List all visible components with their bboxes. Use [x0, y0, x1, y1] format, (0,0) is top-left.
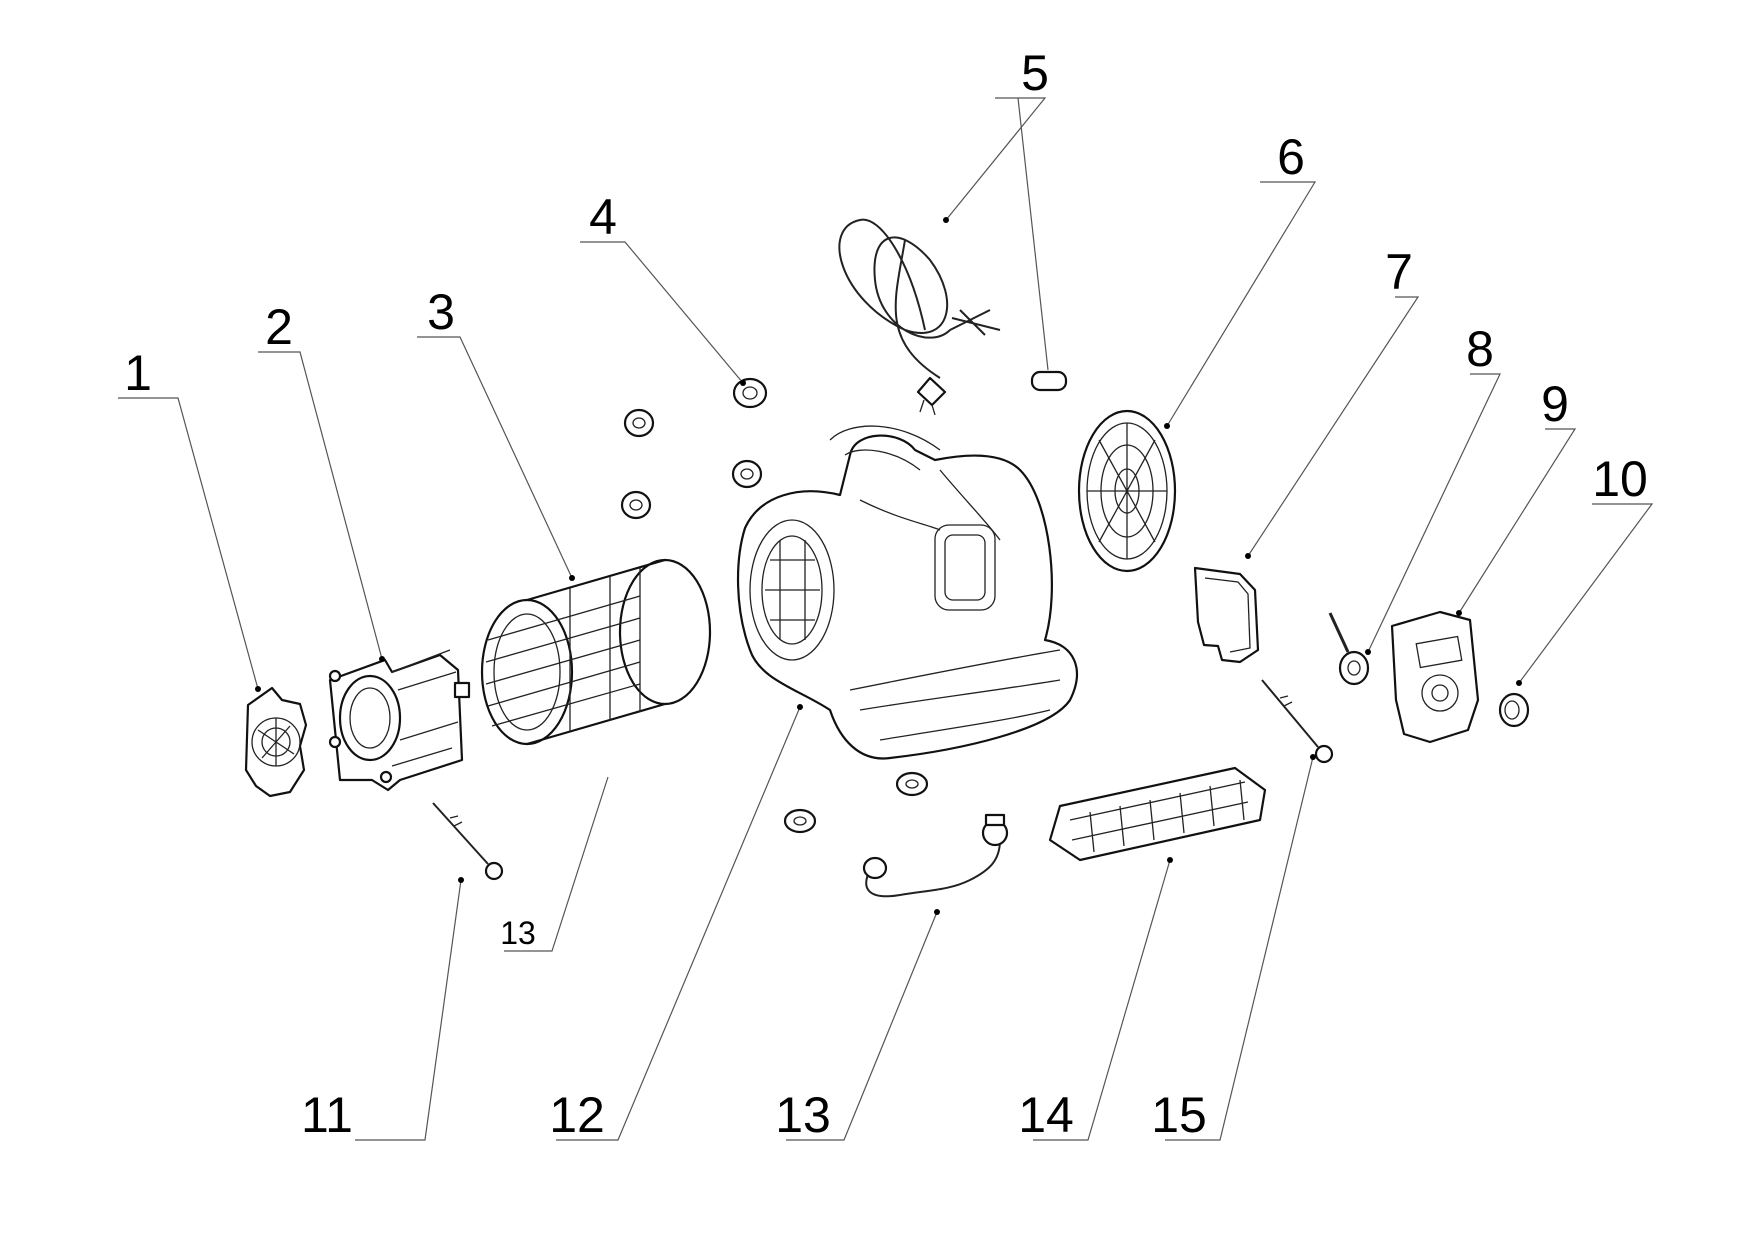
leader-15: [1165, 756, 1314, 1141]
callout-10: 10: [1592, 451, 1648, 507]
part-9-control-housing: [1390, 610, 1480, 744]
callout-15: 15: [1151, 1087, 1207, 1143]
leader-13a: [504, 776, 609, 952]
part-3-blower-wheel: [480, 558, 712, 746]
part-4-rubber-feet: [620, 377, 929, 834]
leader-10: [1518, 503, 1654, 684]
callout-9: 9: [1541, 376, 1569, 432]
anchor-dots: [255, 217, 1522, 915]
callout-7: 7: [1385, 244, 1413, 300]
part-14-front-grill: [1048, 766, 1267, 862]
part-6-rear-grill: [1077, 409, 1177, 573]
leader-5b: [1017, 97, 1049, 371]
callout-12: 12: [549, 1087, 605, 1143]
callout-2: 2: [265, 299, 293, 355]
leader-7: [1247, 296, 1420, 557]
callout-4: 4: [589, 189, 617, 245]
part-7-switch-plate: [1193, 566, 1260, 664]
callout-labels: 1 2 3 4 5 6 7 8 9 10 11 12 13 13 14 15: [124, 45, 1648, 1143]
callout-13-small: 13: [500, 915, 536, 951]
callout-5: 5: [1021, 45, 1049, 101]
callout-8: 8: [1466, 321, 1494, 377]
leader-9: [1458, 428, 1577, 614]
callout-11: 11: [301, 1087, 353, 1143]
part-2-motor: [328, 649, 471, 792]
part-12-main-housing: [736, 425, 1078, 760]
part-10-knob: [1498, 692, 1530, 728]
leader-lines: [118, 97, 1654, 1141]
part-5-power-cord: [838, 218, 1068, 416]
leader-12: [556, 706, 801, 1141]
leader-5a: [945, 97, 1047, 221]
leader-2: [258, 351, 383, 660]
leader-6: [1166, 181, 1317, 427]
part-1-end-cap: [244, 686, 308, 798]
part-11-screw: [432, 802, 504, 881]
callout-14: 14: [1018, 1087, 1074, 1143]
callout-13: 13: [775, 1087, 831, 1143]
callout-6: 6: [1277, 129, 1305, 185]
part-8-switch: [1328, 612, 1370, 686]
leader-4: [580, 241, 744, 384]
part-15-screw: [1261, 679, 1334, 764]
leader-14: [1033, 859, 1171, 1141]
leader-11: [355, 879, 462, 1141]
leader-8: [1367, 373, 1501, 653]
part-13-wiring-harness: [862, 813, 1009, 898]
leader-3: [417, 336, 573, 579]
callout-1: 1: [124, 345, 152, 401]
leader-13b: [786, 911, 938, 1141]
leader-1: [118, 397, 259, 690]
callout-3: 3: [427, 284, 455, 340]
